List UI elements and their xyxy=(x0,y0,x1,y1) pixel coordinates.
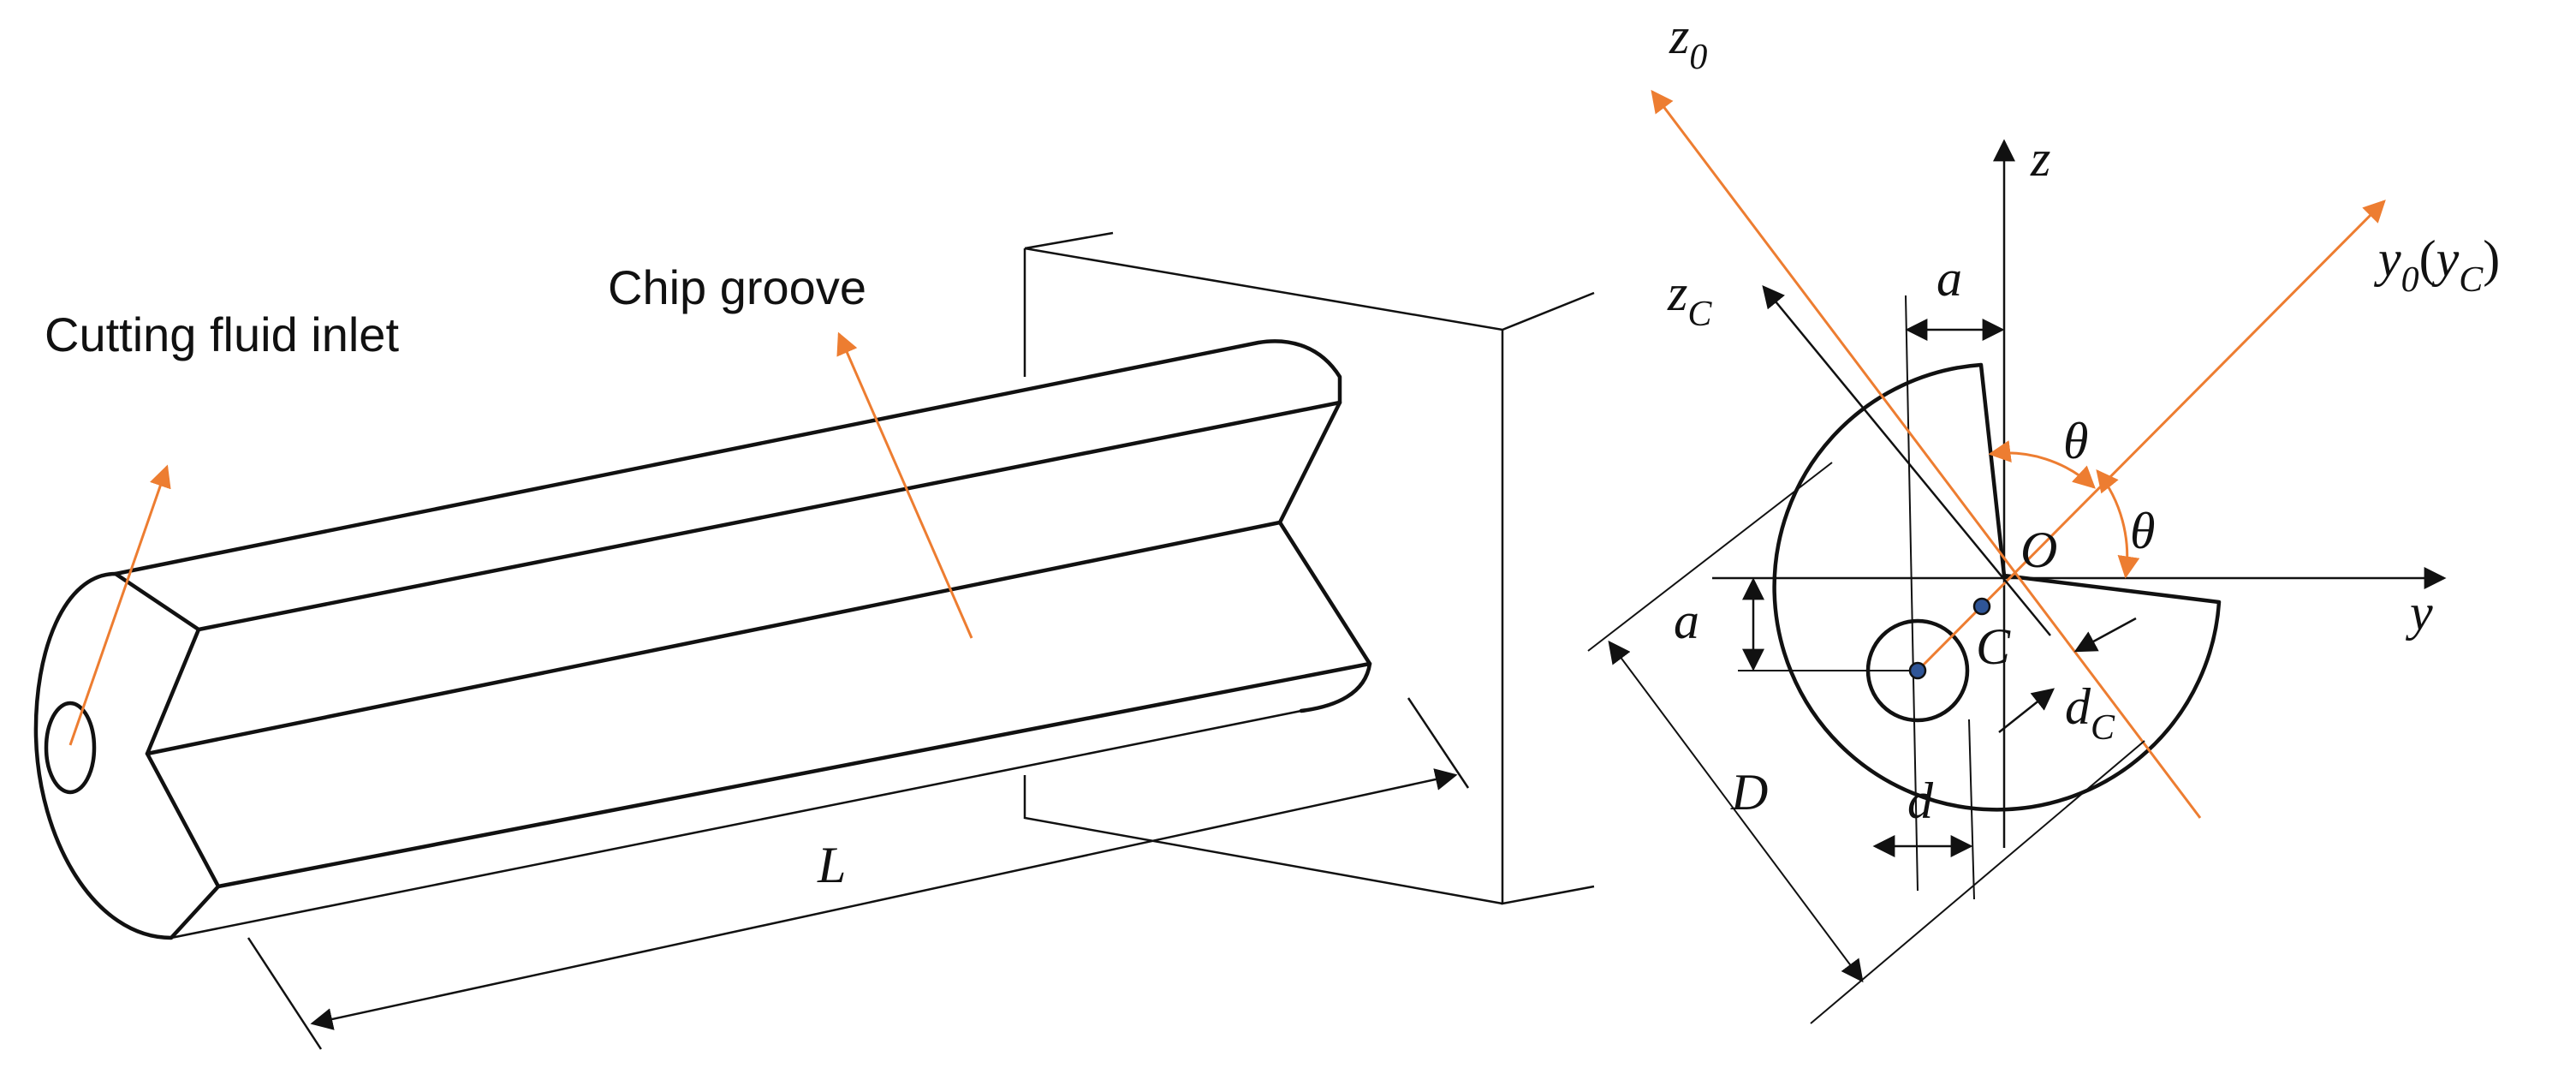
drill-bottom-thin xyxy=(170,709,1302,940)
length-label: L xyxy=(817,837,846,893)
z0-axis xyxy=(1651,89,2202,819)
drill-body xyxy=(33,339,1372,940)
drill-flute-upper xyxy=(145,400,1342,756)
drill-top-surface xyxy=(113,339,1342,632)
dc-label: dC xyxy=(2065,678,2115,748)
theta-upper-label: θ xyxy=(2063,413,2088,469)
zc-axis xyxy=(1762,284,2051,636)
cross-section-outline xyxy=(1772,362,2222,812)
diameter-dimension xyxy=(1587,462,2145,1024)
theta-arc-lower xyxy=(2096,468,2140,579)
length-dimension xyxy=(247,697,1470,1050)
a-top-label: a xyxy=(1936,250,1962,307)
diameter-label: D xyxy=(1730,764,1768,820)
dc-arrow-lower xyxy=(1998,688,2055,733)
coolant-inlet-arrow xyxy=(68,464,171,746)
hole-center-point xyxy=(1908,661,1927,680)
y-axis-label: y xyxy=(2405,584,2433,641)
cutting-fluid-inlet-label: Cutting fluid inlet xyxy=(45,307,399,361)
a-left-label: a xyxy=(1674,593,1699,649)
z0-axis-label: z0 xyxy=(1669,8,1707,77)
coolant-inlet-hole xyxy=(44,701,97,795)
drill-bottom-edge xyxy=(1299,661,1372,713)
centroid-point xyxy=(1972,597,1991,616)
y0-axis xyxy=(1916,200,2386,672)
y0-yc-axis-label: y0(yC) xyxy=(2373,230,2500,300)
origin-label: O xyxy=(2020,522,2057,578)
centroid-label: C xyxy=(1976,618,2011,675)
theta-lower-label: θ xyxy=(2130,503,2155,559)
theta-arc-upper xyxy=(1988,440,2096,489)
drill-end-face xyxy=(33,571,221,940)
chip-groove-label: Chip groove xyxy=(608,260,866,314)
zc-axis-label: zC xyxy=(1667,265,1712,334)
z-axis-label: z xyxy=(2030,130,2050,187)
d-label: d xyxy=(1907,773,1934,829)
chip-groove-arrow xyxy=(836,331,973,639)
dc-arrow-upper xyxy=(2073,617,2137,653)
